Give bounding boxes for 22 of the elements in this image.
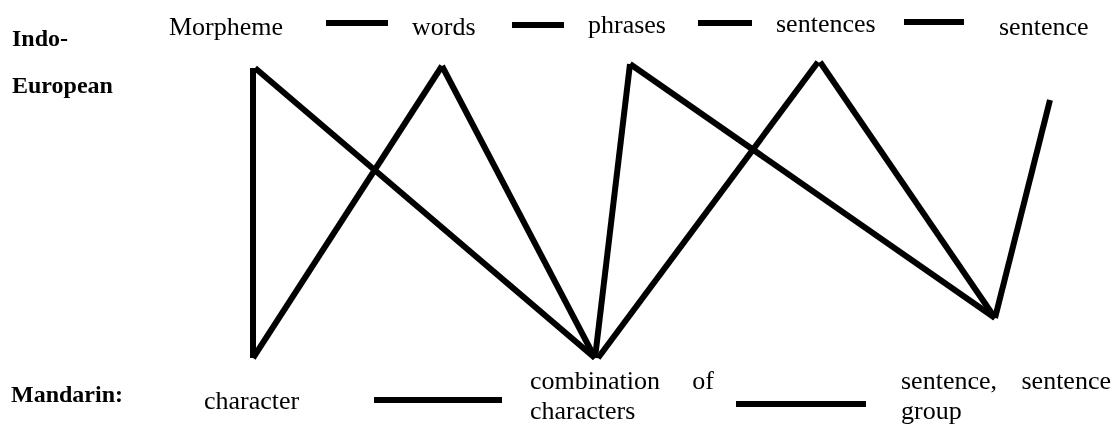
connector-line <box>736 401 866 407</box>
connector-line <box>904 19 964 25</box>
term-label: Morpheme <box>169 12 284 42</box>
term-label: sentences <box>776 9 876 39</box>
term-label: sentence <box>999 12 1089 42</box>
connector-line <box>628 61 997 321</box>
connector-line <box>250 68 256 358</box>
connector-line <box>992 99 1053 319</box>
connector-line <box>253 65 597 361</box>
term-label: character <box>204 385 301 417</box>
term-label: sentence, sentence group <box>901 366 1111 426</box>
connector-line <box>326 20 388 26</box>
connector-line <box>374 397 502 403</box>
connector-line <box>595 60 821 360</box>
term-label: words <box>412 12 476 42</box>
connector-line <box>698 20 752 26</box>
term-label: phrases <box>588 10 666 40</box>
connector-line <box>592 63 633 359</box>
connector-line <box>512 22 564 28</box>
term-label: combination of characters <box>530 366 714 426</box>
row-heading: Indo-European <box>12 24 114 100</box>
row-heading: Mandarin: <box>11 380 124 409</box>
